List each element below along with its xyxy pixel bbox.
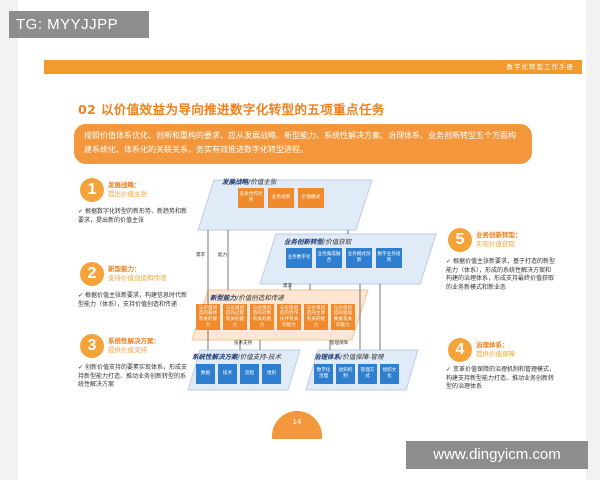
item-number: 4 — [448, 338, 472, 362]
layer1-cell: 价值模式 — [298, 188, 324, 208]
layer3-cell: 与价值创造的合作伙伴有关的能力 — [277, 304, 301, 330]
layer3-cell: 与价值创造的驱动要素有关的能力 — [331, 304, 355, 330]
connector-label: 管理保障 — [330, 341, 348, 346]
layer3-cell: 与价值创造的过程有关的能力 — [223, 304, 247, 330]
layer4-cells: 数据 技术 流程 组织 — [196, 364, 281, 384]
layer2-cell: 业务模式创新 — [346, 248, 372, 268]
watermark-bottom: www.dingyicm.com — [406, 441, 588, 469]
item-2-desc: ✓根据价值主张新要求，构建信息时代新型能力（体系），支持价值创造和传递 — [78, 292, 190, 309]
item-desc-text: 根据数字化转型的新形势、新趋势和新要求，提出新的价值主张 — [78, 208, 188, 224]
item-desc-text: 创新价值支持的要素实现体系，形成支持新型能力打造、推动业务创新转型的系统性解决方… — [78, 364, 188, 388]
connector-label: 需求 — [283, 284, 292, 289]
layer4-cell: 技术 — [218, 364, 237, 384]
layer5-cell: 组织机制 — [336, 364, 355, 384]
layer1-cell: 竞争合作优势 — [238, 188, 264, 208]
connector-label: 技术支持 — [234, 341, 252, 346]
check-icon: ✓ — [78, 208, 84, 215]
layer2-cells: 业务数字化 业务集成融合 业务模式创新 数字业务培育 — [286, 248, 402, 268]
item-3-desc: ✓创新价值支持的要素实现体系，形成支持新型能力打造、推动业务创新转型的系统性解决… — [78, 364, 190, 390]
item-2-header: 2 新型能力： 支持价值创造和传递 — [80, 262, 167, 286]
item-number: 3 — [80, 334, 104, 358]
layer5-cells: 数字化治理 组织机制 管理方式 组织文化 — [314, 364, 399, 384]
item-number: 2 — [80, 262, 104, 286]
layer2-cell: 数字业务培育 — [376, 248, 402, 268]
item-subtitle: 支持价值创造和传递 — [108, 274, 167, 282]
layer5-cell: 数字化治理 — [314, 364, 333, 384]
page-number: 14 — [292, 418, 302, 426]
layer5-label: 治理体系/价值保障-管理 — [314, 353, 384, 361]
item-subtitle: 实现价值获取 — [476, 240, 515, 248]
item-subtitle: 提出价值主张 — [108, 190, 147, 198]
header-title: 数字化转型工作手册 — [506, 63, 574, 71]
layer1-label: 发展战略/价值主张 — [222, 178, 277, 186]
layer4-cell: 数据 — [196, 364, 215, 384]
watermark-top: TG: MYYJJPP — [9, 11, 149, 38]
layer1-cell: 业务场景 — [268, 188, 294, 208]
layer3-cell: 与价值创造的载体有关的能力 — [196, 304, 220, 330]
layer2-cell: 业务数字化 — [286, 248, 312, 268]
item-number: 1 — [80, 178, 104, 202]
item-desc-text: 根据价值主张新要求，构建信息时代新型能力（体系），支持价值创造和传递 — [78, 292, 188, 308]
connector-label: 需求 — [196, 253, 205, 258]
item-subtitle: 提供价值保障 — [476, 350, 515, 358]
item-3-header: 3 系统性解决方案： 提供价值支持 — [80, 334, 160, 358]
item-4-desc: ✓变革价值保障的治理机制和管理模式，构建支持新型能力打造、推动业务创新转型的治理… — [446, 366, 556, 392]
check-icon: ✓ — [78, 364, 84, 371]
layer2-label: 业务创新转型/价值获取 — [284, 238, 352, 246]
check-icon: ✓ — [446, 366, 452, 373]
section-title: 02 以价值效益为导向推进数字化转型的五项重点任务 — [78, 102, 385, 117]
layer3-cell: 与价值创造的对象有关的能力 — [250, 304, 274, 330]
check-icon: ✓ — [78, 292, 84, 299]
item-subtitle: 提供价值支持 — [108, 346, 147, 354]
item-5-header: 5 业务创新转型： 实现价值获取 — [448, 228, 522, 252]
item-1-header: 1 发展战略： 提出价值主张 — [80, 178, 147, 202]
layer4-cell: 组织 — [262, 364, 281, 384]
item-title: 业务创新转型： — [476, 231, 522, 239]
item-desc-text: 根据价值主张新要求，基于打造的新型能力（体系），形成的系统性解决方案和构建的治理… — [446, 258, 556, 291]
connector-label: 能力 — [218, 253, 227, 258]
layer3-label: 新型能力/价值创造和传递 — [210, 294, 284, 302]
item-title: 治理体系： — [476, 341, 509, 349]
intro-box: 按照价值体系优化、创新和重构的要求，应从发展战略、新型能力、系统性解决方案、治理… — [74, 124, 532, 164]
layer4-cell: 流程 — [240, 364, 259, 384]
item-4-header: 4 治理体系： 提供价值保障 — [448, 338, 515, 362]
layer5-cell: 组织文化 — [380, 364, 399, 384]
layer3-cell: 与价值创造的主体有关的能力 — [304, 304, 328, 330]
item-title: 系统性解决方案： — [108, 337, 160, 345]
item-1-desc: ✓根据数字化转型的新形势、新趋势和新要求，提出新的价值主张 — [78, 208, 190, 225]
layer5-cell: 管理方式 — [358, 364, 377, 384]
item-number: 5 — [448, 228, 472, 252]
layer3-cells: 与价值创造的载体有关的能力 与价值创造的过程有关的能力 与价值创造的对象有关的能… — [196, 304, 355, 330]
layer1-cells: 竞争合作优势 业务场景 价值模式 — [238, 188, 324, 208]
item-title: 新型能力： — [108, 265, 141, 273]
item-desc-text: 变革价值保障的治理机制和管理模式，构建支持新型能力打造、推动业务创新转型的治理体… — [446, 366, 556, 390]
item-title: 发展战略： — [108, 181, 141, 189]
layer4-label: 系统性解决方案/价值支持-技术 — [192, 353, 282, 361]
check-icon: ✓ — [446, 258, 452, 265]
header-bar: 数字化转型工作手册 — [44, 60, 582, 74]
layer2-cell: 业务集成融合 — [316, 248, 342, 268]
item-5-desc: ✓根据价值主张新要求，基于打造的新型能力（体系），形成的系统性解决方案和构建的治… — [446, 258, 556, 292]
